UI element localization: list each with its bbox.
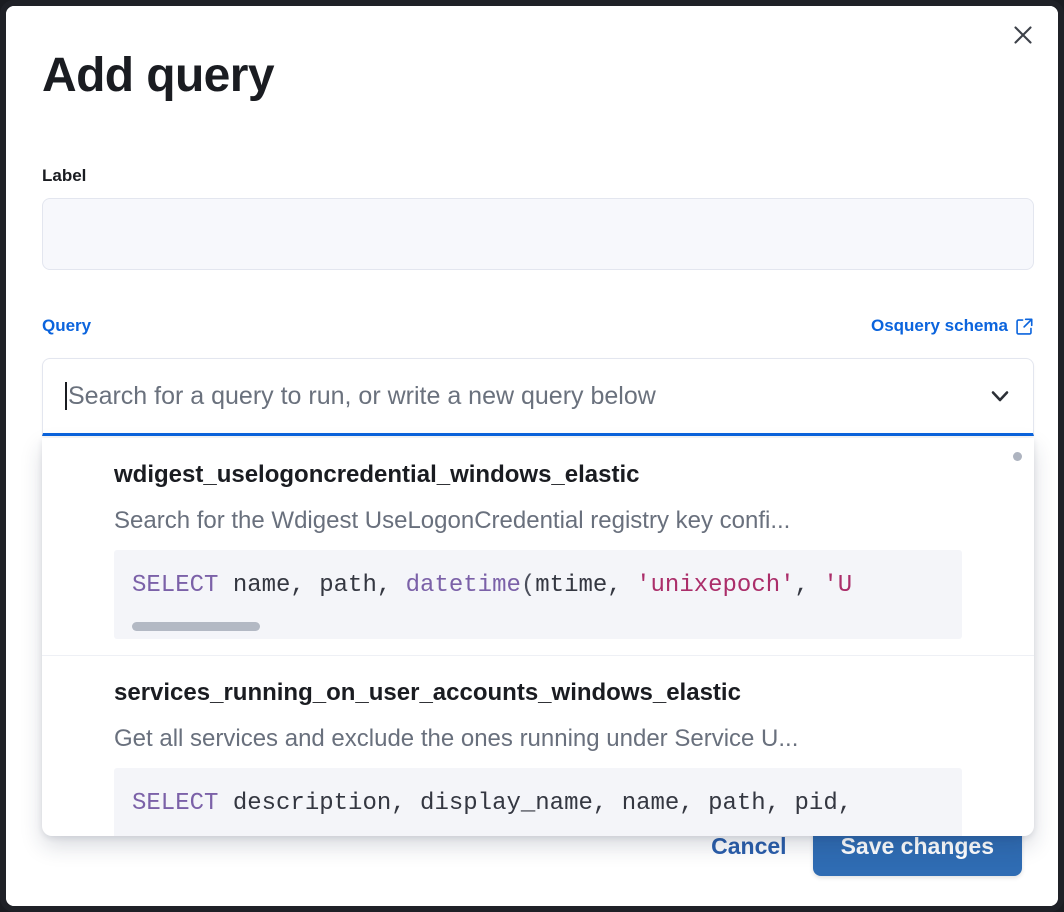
option-title: wdigest_uselogoncredential_windows_elast… [114,461,640,488]
sql-args: mtime, [535,572,637,599]
list-item[interactable]: services_running_on_user_accounts_window… [42,655,1034,836]
option-description: Get all services and exclude the ones ru… [114,725,799,753]
sql-keyword: SELECT [132,790,219,818]
list-item[interactable]: wdigest_uselogoncredential_windows_elast… [42,438,1034,655]
query-label-link[interactable]: Query [42,316,92,335]
code-horizontal-scrollbar[interactable] [132,622,260,632]
text-caret [65,382,67,410]
dropdown-scroll-area[interactable]: wdigest_uselogoncredential_windows_elast… [42,438,1034,836]
sql-text: description, display_name, name, path, p… [218,790,853,818]
label-input[interactable] [42,198,1034,270]
label-field-label: Label [42,166,87,185]
option-sql-preview[interactable]: SELECT description, display_name, name, … [114,768,962,836]
sql-function: datetime [405,572,521,599]
close-icon [1012,24,1034,46]
cancel-button[interactable]: Cancel [703,821,794,872]
external-link-icon [1015,317,1034,336]
option-title: services_running_on_user_accounts_window… [114,679,741,707]
sql-string: 'unixepoch' [636,572,795,599]
query-search-input[interactable]: Search for a query to run, or write a ne… [68,381,656,410]
chevron-down-icon[interactable] [985,381,1015,411]
osquery-schema-link-label: Osquery schema [870,316,1008,335]
sql-text: name, path, [218,572,406,599]
add-query-modal: Add query Label Query Osquery schema Se [6,6,1058,906]
label-field-group: Label [42,166,1034,270]
dropdown-scrollbar[interactable] [1013,452,1022,461]
page-title: Add query [42,49,275,102]
sql-keyword: SELECT [132,572,219,599]
option-sql-preview[interactable]: SELECT name, path, datetime(mtime, 'unix… [114,550,962,640]
sql-comma: , [794,572,824,599]
sql-string: 'U [823,572,853,599]
sql-punctuation: ( [520,572,536,599]
query-suggestions-dropdown[interactable]: wdigest_uselogoncredential_windows_elast… [42,438,1034,836]
osquery-schema-link[interactable]: Osquery schema [871,316,1034,336]
option-description: Search for the Wdigest UseLogonCredentia… [114,507,791,534]
query-search-combobox[interactable]: Search for a query to run, or write a ne… [42,358,1034,436]
code-scroll-padding [132,819,944,836]
query-section-header: Query Osquery schema [42,316,1034,336]
close-button[interactable] [1006,18,1040,52]
